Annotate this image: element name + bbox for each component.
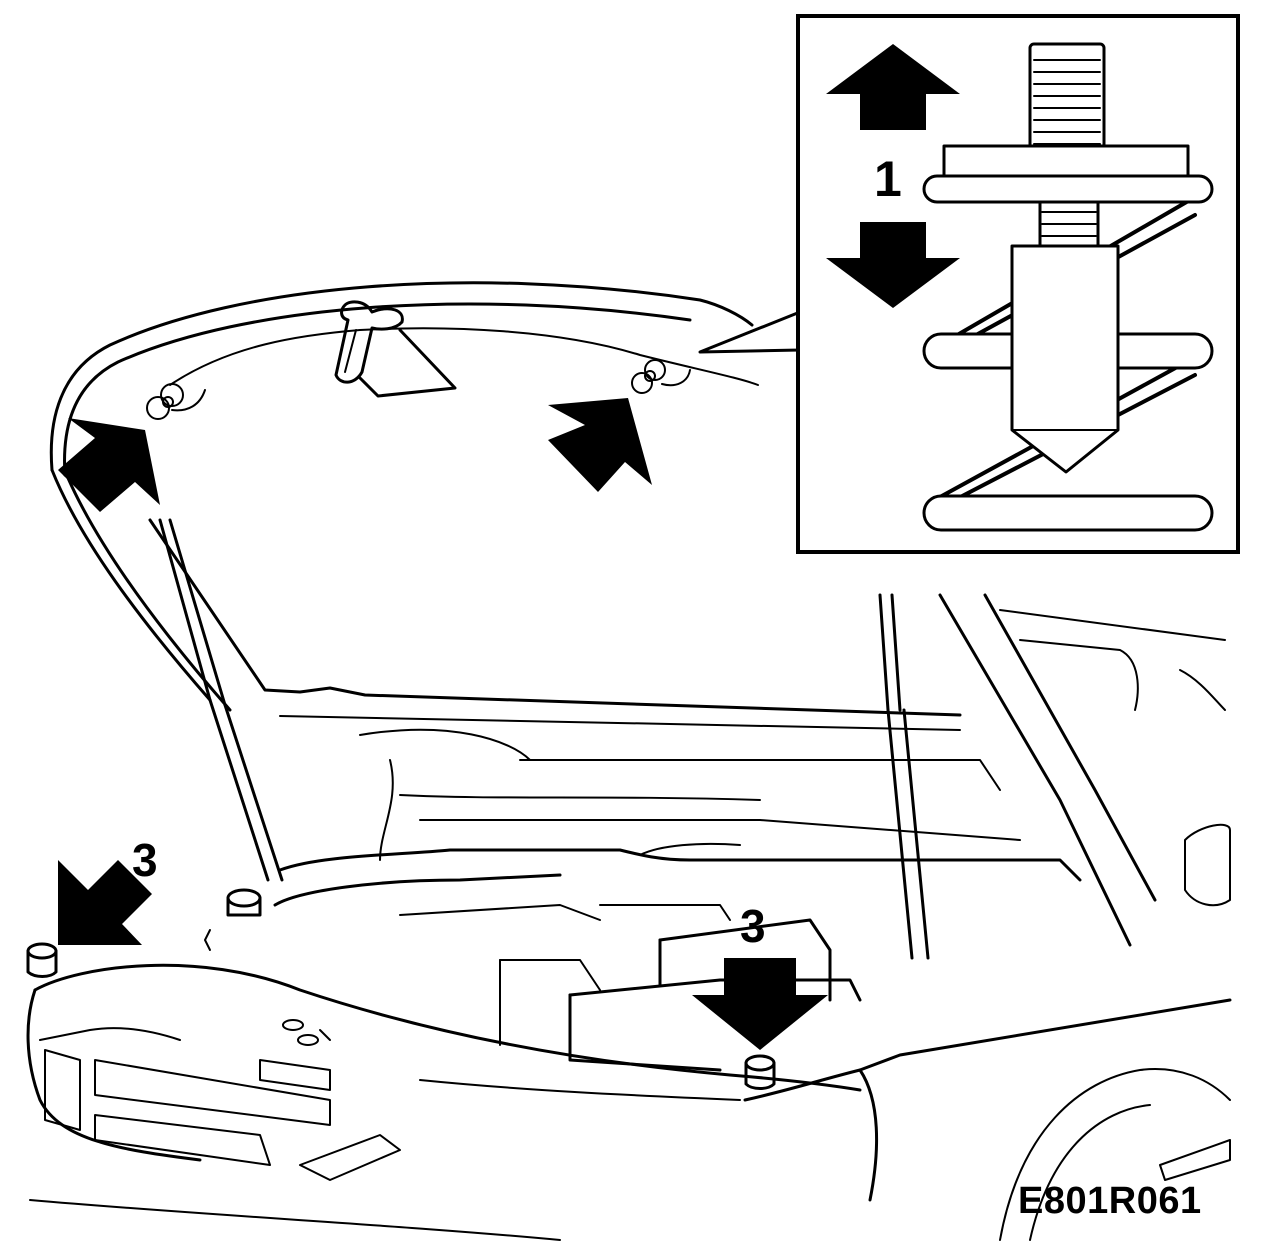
car-body [26, 518, 1232, 1241]
callout-left-bump-stop: 3 [132, 834, 158, 886]
arrow-down-icon [826, 222, 960, 308]
detail-leader [698, 310, 802, 354]
clip-body [1010, 244, 1120, 474]
bump-stop-right [744, 1054, 776, 1090]
callout-clip-number: 1 [874, 151, 902, 207]
hood-latch-striker [334, 300, 457, 398]
hood-clip-left [146, 383, 184, 420]
arrow-up-icon [826, 44, 960, 130]
clip-detail-box: 1 [796, 14, 1240, 554]
bump-stop-left [26, 942, 58, 978]
hood-clip-right [631, 359, 666, 394]
open-hood [49, 281, 962, 731]
arrow-to-left-bump-stop-icon [58, 860, 152, 945]
arrow-to-right-clip-icon [548, 398, 652, 492]
arrow-to-right-bump-stop-icon [692, 958, 828, 1050]
arrow-to-left-clip-icon [58, 418, 160, 512]
figure-code: E801R061 [1018, 1180, 1202, 1222]
callout-right-bump-stop: 3 [740, 900, 766, 952]
